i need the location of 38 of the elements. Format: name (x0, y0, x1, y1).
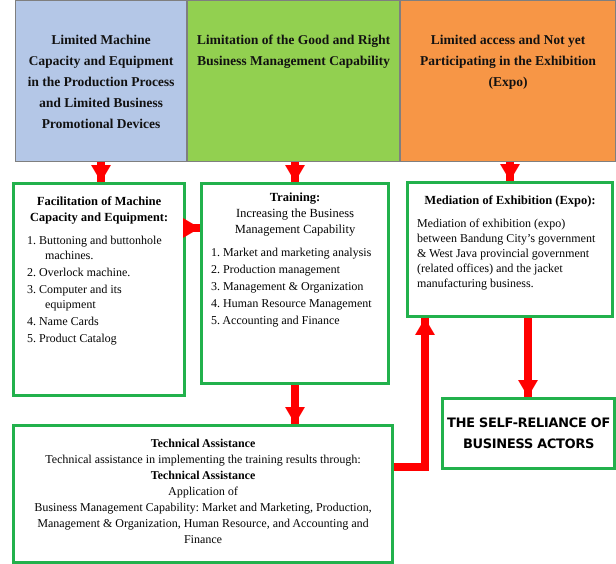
process-box (12, 424, 394, 564)
arrow (285, 385, 305, 424)
box-body: Technical assistance in implementing the training results through: (44, 451, 362, 467)
header-text: Limitation of the Good and Right Business Management Capability (196, 31, 391, 70)
process-box (406, 181, 614, 318)
problem-header (15, 0, 187, 162)
process-box (200, 182, 390, 385)
problem-header (400, 0, 616, 162)
arrow (91, 162, 111, 182)
list-item: 2. Production management (211, 262, 341, 277)
problem-header (187, 0, 400, 162)
box-heading: Mediation of Exhibition (Expo): (423, 192, 597, 208)
list-item: 3. Computer and its equipment (27, 282, 123, 312)
box-body: Business Management Capability: Market and Marketing, Production, Management & Organization, Human Resource, and Accounting and Finance (33, 499, 373, 547)
list-item: 3. Management & Organization (211, 279, 364, 294)
header-text: Limited Machine Capacity and Equipment in the Production Process and Limited Business Promotional Devices (26, 30, 176, 132)
arrow (183, 218, 200, 238)
arrow (285, 162, 305, 182)
box-subheading: Increasing the Business Management Capability (234, 205, 356, 237)
result-text: THE SELF-RELIANCE OF BUSINESS ACTORS (446, 414, 611, 454)
list-item: 1. Buttoning and buttonhole machines. (27, 233, 163, 263)
list-item: 5. Accounting and Finance (211, 313, 341, 328)
arrow (500, 162, 520, 181)
box-heading: Technical Assistance (150, 467, 256, 483)
box-heading: Training: (268, 189, 322, 205)
list-item: 4. Human Resource Management (211, 296, 373, 311)
header-text: Limited access and Not yet Participating in the Exhibition (Expo) (419, 31, 597, 91)
result-box (441, 397, 616, 470)
box-body: Application of (167, 483, 239, 499)
list-item: 5. Product Catalog (27, 331, 118, 346)
box-body: Mediation of exhibition (expo) between Bandung City’s government & West Java provincial government (related offices) and the jacket manufacturing business. (417, 216, 596, 291)
box-heading: Technical Assistance (150, 435, 256, 451)
list-item: 1. Market and marketing analysis (211, 245, 372, 260)
list-item: 2. Overlock machine. (27, 265, 132, 280)
list-item: 4. Name Cards (27, 314, 100, 329)
arrow (518, 318, 538, 397)
box-heading: Facilitation of Machine Capacity and Equipment: (28, 193, 170, 225)
process-box (12, 182, 186, 397)
